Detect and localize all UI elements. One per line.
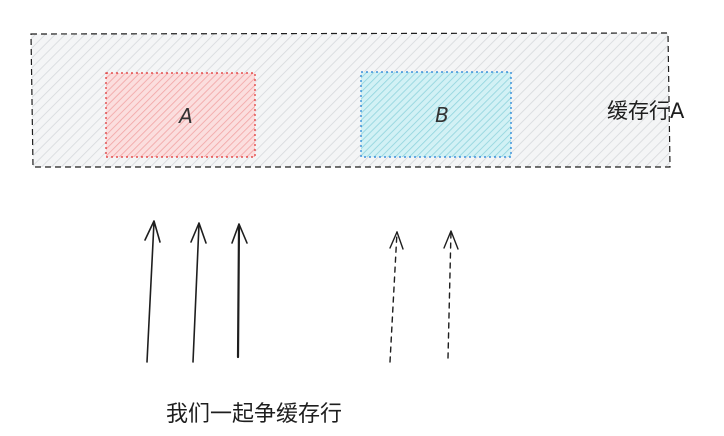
block-b-fill xyxy=(361,72,511,157)
cache-line-label: 缓存行A xyxy=(607,99,685,123)
block-a-fill xyxy=(106,73,255,157)
block-b-border xyxy=(360,71,512,158)
solid-arrow-2 xyxy=(190,222,207,363)
solid-arrow-1 xyxy=(144,220,161,363)
block-a-border xyxy=(105,72,256,158)
block-a-label: A xyxy=(177,104,193,128)
cache-line-border xyxy=(30,32,671,168)
solid-arrows xyxy=(144,220,248,363)
block-b-label: B xyxy=(435,103,449,127)
caption: 我们一起争缓存行 xyxy=(166,402,342,427)
block-b: B xyxy=(360,71,512,158)
dashed-arrows xyxy=(389,230,459,363)
solid-arrow-3 xyxy=(231,223,248,359)
block-a: A xyxy=(105,72,256,158)
dashed-arrow-1 xyxy=(389,231,404,363)
dashed-arrow-2 xyxy=(443,230,459,359)
